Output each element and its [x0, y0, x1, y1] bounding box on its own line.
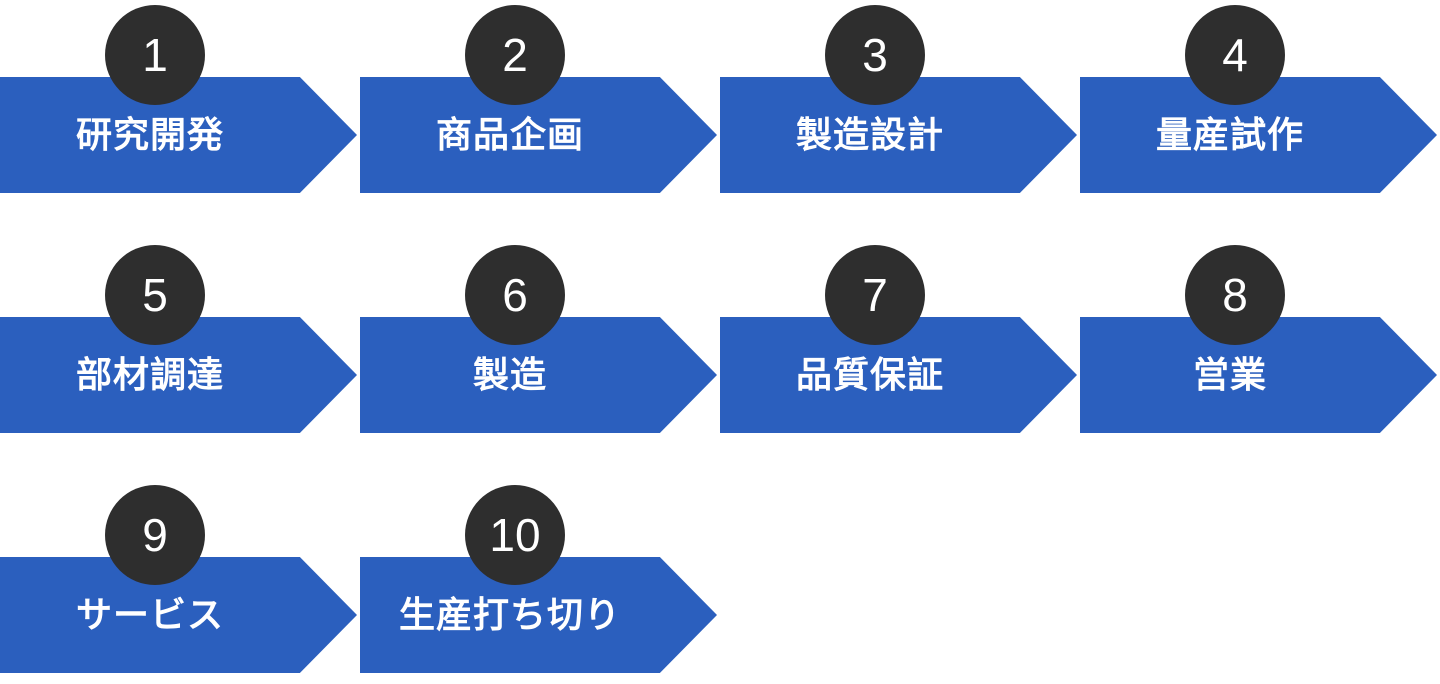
step-arrow-shape: 商品企画 [360, 77, 717, 193]
process-step: 4 量産試作 [1080, 0, 1440, 240]
step-label: 営業 [1192, 354, 1267, 395]
step-number-badge: 8 [1185, 245, 1285, 345]
step-arrow-shape: 生産打ち切り [360, 557, 717, 673]
step-number-badge: 7 [825, 245, 925, 345]
step-label: 品質保証 [795, 354, 944, 395]
step-label: 製造 [472, 354, 547, 395]
step-label: 量産試作 [1155, 114, 1304, 155]
step-number: 1 [142, 29, 168, 81]
step-number-badge: 1 [105, 5, 205, 105]
step-label: 製造設計 [795, 114, 944, 155]
step-number: 6 [502, 269, 528, 321]
step-label: 研究開発 [75, 114, 224, 155]
process-step: 7 品質保証 [720, 240, 1080, 480]
step-number-badge: 9 [105, 485, 205, 585]
step-number: 3 [862, 29, 888, 81]
step-number-badge: 5 [105, 245, 205, 345]
step-number: 8 [1222, 269, 1248, 321]
step-number: 4 [1222, 29, 1248, 81]
step-number-badge: 4 [1185, 5, 1285, 105]
process-step: 6 製造 [360, 240, 720, 480]
step-number-badge: 2 [465, 5, 565, 105]
step-number-badge: 10 [465, 485, 565, 585]
step-label: サービス [75, 594, 224, 635]
process-step: 2 商品企画 [360, 0, 720, 240]
step-arrow-shape: 量産試作 [1080, 77, 1437, 193]
step-label: 商品企画 [435, 114, 584, 155]
process-step: 1 研究開発 [0, 0, 360, 240]
process-step: 5 部材調達 [0, 240, 360, 480]
step-number: 9 [142, 509, 168, 561]
step-number: 5 [142, 269, 168, 321]
process-step: 3 製造設計 [720, 0, 1080, 240]
step-label: 生産打ち切り [398, 594, 621, 635]
step-number-badge: 3 [825, 5, 925, 105]
process-step: 8 営業 [1080, 240, 1440, 480]
process-step: 9 サービス [0, 480, 360, 684]
step-number: 2 [502, 29, 528, 81]
step-label: 部材調達 [75, 354, 224, 395]
step-number: 10 [489, 509, 541, 561]
step-number-badge: 6 [465, 245, 565, 345]
process-step: 10 生産打ち切り [360, 480, 720, 684]
step-number: 7 [862, 269, 888, 321]
